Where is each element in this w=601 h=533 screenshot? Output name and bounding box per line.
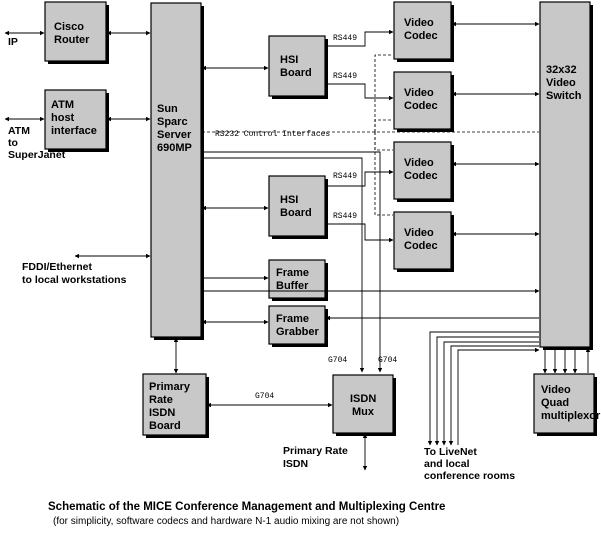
- svg-text:Codec: Codec: [404, 240, 438, 252]
- rs449-label: RS449: [333, 72, 357, 81]
- g704-label: G704: [255, 392, 274, 401]
- isdn-mux-block: ISDN Mux: [332, 374, 396, 436]
- frame-grabber-block: Frame Grabber: [268, 305, 328, 347]
- svg-text:Cisco: Cisco: [54, 21, 84, 33]
- svg-text:Video: Video: [541, 384, 571, 396]
- caption-title: Schematic of the MICE Conference Managem…: [48, 501, 445, 513]
- g704-label: G704: [378, 356, 397, 365]
- svg-text:Quad: Quad: [541, 397, 569, 409]
- svg-text:conference rooms: conference rooms: [424, 470, 515, 482]
- primary-rate-isdn-board-block: Primary Rate ISDN Board: [142, 373, 209, 438]
- caption-subtitle: (for simplicity, software codecs and har…: [53, 516, 399, 527]
- svg-text:Codec: Codec: [404, 100, 438, 112]
- svg-text:Video: Video: [404, 227, 434, 239]
- sun-sparc-server-block: Sun Sparc Server 690MP: [150, 2, 204, 340]
- video-codec-4-block: Video Codec: [393, 211, 454, 272]
- svg-text:690MP: 690MP: [157, 142, 192, 154]
- svg-text:Video: Video: [404, 87, 434, 99]
- livenet-label: To LiveNet and local conference rooms: [424, 446, 515, 482]
- svg-text:Rate: Rate: [149, 394, 173, 406]
- svg-text:ATM: ATM: [8, 125, 30, 137]
- ip-label: IP: [8, 36, 18, 48]
- svg-text:Video: Video: [404, 157, 434, 169]
- atm-host-interface-block: ATM host interface: [44, 89, 109, 152]
- svg-text:to: to: [8, 137, 18, 149]
- frame-buffer-block: Frame Buffer: [268, 259, 328, 301]
- svg-text:Codec: Codec: [404, 30, 438, 42]
- svg-text:ISDN: ISDN: [350, 393, 376, 405]
- video-codec-3-block: Video Codec: [393, 141, 454, 202]
- g704-label: G704: [328, 356, 347, 365]
- svg-text:SuperJanet: SuperJanet: [8, 149, 66, 161]
- svg-text:to local workstations: to local workstations: [22, 274, 127, 286]
- svg-text:Mux: Mux: [352, 406, 375, 418]
- svg-text:interface: interface: [51, 125, 97, 137]
- svg-text:32x32: 32x32: [546, 64, 577, 76]
- primary-rate-isdn-label: Primary Rate ISDN: [283, 445, 348, 470]
- svg-text:Sun: Sun: [157, 103, 178, 115]
- rs449-label: RS449: [333, 212, 357, 221]
- svg-text:Video: Video: [546, 77, 576, 89]
- svg-text:ISDN: ISDN: [283, 458, 308, 470]
- hsi-board-2-block: HSI Board: [268, 175, 328, 239]
- svg-text:Primary Rate: Primary Rate: [283, 445, 348, 457]
- hsi-board-1-block: HSI Board: [268, 35, 328, 99]
- connections: [4, 21, 591, 471]
- atm-superjanet-label: ATM to SuperJanet: [8, 125, 66, 161]
- svg-text:Frame: Frame: [276, 313, 309, 325]
- svg-text:Board: Board: [280, 67, 312, 79]
- svg-text:Codec: Codec: [404, 170, 438, 182]
- svg-text:Grabber: Grabber: [276, 326, 320, 338]
- svg-text:ISDN: ISDN: [149, 407, 175, 419]
- svg-text:Board: Board: [149, 420, 181, 432]
- svg-text:HSI: HSI: [280, 54, 298, 66]
- svg-text:Router: Router: [54, 34, 90, 46]
- rs449-label: RS449: [333, 172, 357, 181]
- video-switch-block: 32x32 Video Switch: [539, 1, 593, 350]
- svg-text:FDDI/Ethernet: FDDI/Ethernet: [22, 261, 93, 273]
- svg-text:host: host: [51, 112, 75, 124]
- svg-text:ATM: ATM: [51, 99, 74, 111]
- svg-text:and local: and local: [424, 458, 470, 470]
- svg-text:Board: Board: [280, 207, 312, 219]
- svg-text:To LiveNet: To LiveNet: [424, 446, 477, 458]
- svg-text:Sparc: Sparc: [157, 116, 188, 128]
- svg-text:Video: Video: [404, 17, 434, 29]
- svg-text:Switch: Switch: [546, 90, 582, 102]
- rs232-control-label: RS232 Control Interfaces: [215, 130, 330, 139]
- fddi-ethernet-label: FDDI/Ethernet to local workstations: [22, 261, 127, 286]
- rs449-label: RS449: [333, 34, 357, 43]
- svg-text:Buffer: Buffer: [276, 280, 309, 292]
- svg-text:HSI: HSI: [280, 194, 298, 206]
- video-quad-multiplexor-block: Video Quad multiplexor: [533, 373, 601, 436]
- cisco-router-block: Cisco Router: [44, 1, 109, 64]
- svg-text:Frame: Frame: [276, 267, 309, 279]
- svg-text:Primary: Primary: [149, 381, 191, 393]
- video-codec-2-block: Video Codec: [393, 71, 454, 132]
- svg-text:Server: Server: [157, 129, 192, 141]
- video-codec-1-block: Video Codec: [393, 1, 454, 62]
- svg-text:multiplexor: multiplexor: [541, 410, 601, 422]
